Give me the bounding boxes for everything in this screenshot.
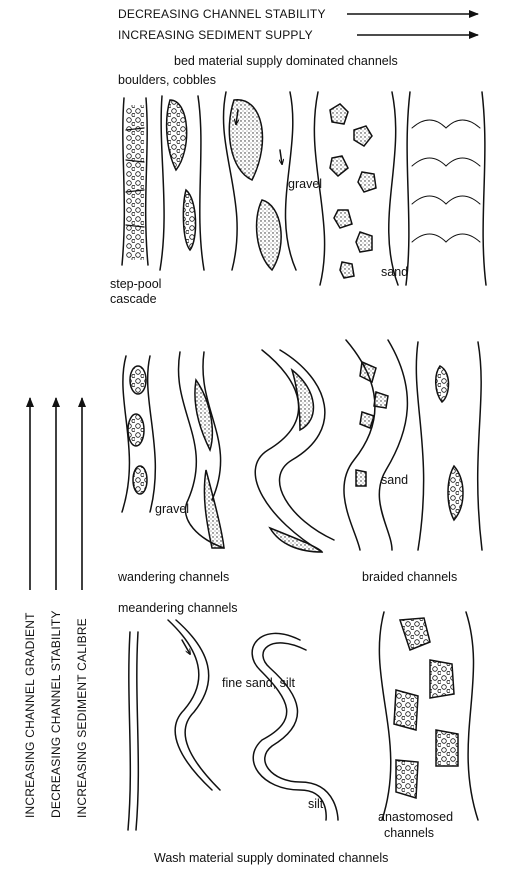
label-silt: silt — [308, 797, 324, 811]
gravel-braided-channel — [313, 91, 399, 286]
label-anastomosed-channels: channels — [384, 826, 435, 840]
label-step-pool: step-pool — [110, 277, 162, 291]
straight-fine-channel — [127, 631, 140, 831]
label-wandering-channels: wandering channels — [118, 570, 230, 584]
group-label-wash-material: Wash material supply dominated channels — [154, 851, 389, 865]
wandering-channel-2 — [177, 351, 225, 549]
label-gravel-row2: gravel — [155, 502, 190, 516]
step-pool-channel — [121, 97, 149, 266]
label-sand-row1: sand — [381, 265, 409, 279]
group-label-bed-material: bed material supply dominated channels — [174, 54, 398, 68]
sand-dune-channel — [405, 91, 487, 286]
top-axis-label-stability: DECREASING CHANNEL STABILITY — [118, 7, 326, 21]
side-axis-label-stability: DECREASING CHANNEL STABILITY — [49, 610, 63, 818]
gravel-plane-bed-channel — [222, 91, 297, 272]
anastomosed-channel — [378, 611, 479, 821]
wandering-channel-1 — [121, 355, 157, 513]
label-braided-channels: braided channels — [362, 570, 458, 584]
label-boulders-cobbles: boulders, cobbles — [118, 73, 216, 87]
braided-channel-1 — [343, 339, 409, 551]
braided-channel-2 — [415, 341, 483, 551]
wandering-channel-3 — [254, 349, 335, 553]
label-gravel-row1: gravel — [288, 177, 323, 191]
boulder-channel — [159, 95, 205, 271]
label-anastomosed: anastomosed — [378, 810, 454, 824]
label-meandering-channels: meandering channels — [118, 601, 238, 615]
meandering-channel-2 — [251, 632, 339, 821]
label-cascade: cascade — [110, 292, 157, 306]
meandering-channel-1 — [167, 619, 221, 791]
side-axis-label-gradient: INCREASING CHANNEL GRADIENT — [23, 612, 37, 818]
label-sand-row2: sand — [381, 473, 409, 487]
side-axis-label-calibre: INCREASING SEDIMENT CALIBRE — [75, 618, 89, 818]
top-axis-label-sediment-supply: INCREASING SEDIMENT SUPPLY — [118, 28, 313, 42]
label-fine-sand-silt: fine sand, silt — [222, 676, 295, 690]
